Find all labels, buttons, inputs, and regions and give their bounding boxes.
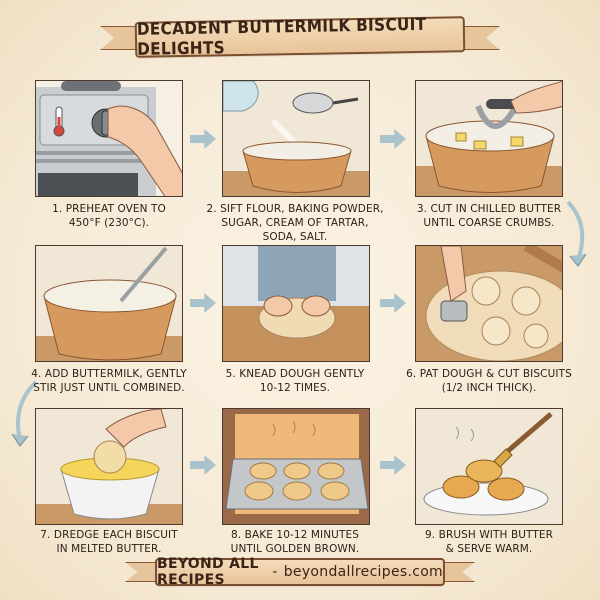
arrow-right-icon bbox=[380, 129, 406, 149]
caption-line: & SERVE WARM. bbox=[445, 543, 533, 555]
footer-ribbon: BEYOND ALL RECIPES - beyondallrecipes.co… bbox=[155, 556, 445, 588]
ribbon-tail-right bbox=[460, 26, 500, 50]
caption-line: 2. SIFT FLOUR, BAKING POWDER, bbox=[206, 203, 384, 215]
site-url[interactable]: beyondallrecipes.com bbox=[283, 564, 443, 580]
step-5-caption: 5. KNEAD DOUGH GENTLY 10-12 TIMES. bbox=[200, 367, 390, 395]
arrow-right-icon bbox=[190, 129, 216, 149]
caption-line: UNTIL GOLDEN BROWN. bbox=[230, 543, 360, 555]
sifter-bowl-icon bbox=[223, 81, 369, 196]
step-3-caption: 3. CUT IN CHILLED BUTTER UNTIL COARSE CR… bbox=[394, 202, 584, 230]
arrow-right-icon bbox=[190, 293, 216, 313]
step-4-caption: 4. ADD BUTTERMILK, GENTLY STIR JUST UNTI… bbox=[14, 367, 204, 395]
dredge-butter-bowl-icon bbox=[36, 409, 182, 524]
caption-line: 9. BRUSH WITH BUTTER bbox=[424, 529, 554, 541]
fork-stir-bowl-icon bbox=[36, 246, 182, 361]
step-6-illustration bbox=[415, 245, 563, 362]
kneading-dough-icon bbox=[223, 246, 369, 361]
caption-line: SUGAR, CREAM OF TARTAR, bbox=[221, 217, 369, 229]
step-1-caption: 1. PREHEAT OVEN TO 450°F (230°C). bbox=[14, 202, 204, 230]
caption-line: 6. PAT DOUGH & CUT BISCUITS bbox=[406, 368, 572, 380]
caption-line: STIR JUST UNTIL COMBINED. bbox=[33, 382, 185, 394]
caption-line: 10-12 TIMES. bbox=[259, 382, 331, 394]
curved-arrow-down-icon bbox=[566, 200, 587, 267]
oven-dial-hand-icon bbox=[36, 81, 182, 196]
brand-name: BEYOND ALL RECIPES bbox=[157, 556, 259, 588]
separator: - bbox=[272, 564, 278, 580]
step-1-illustration bbox=[35, 80, 183, 197]
step-5-illustration bbox=[222, 245, 370, 362]
caption-line: 450°F (230°C). bbox=[68, 217, 150, 229]
arrow-right-icon bbox=[380, 455, 406, 475]
caption-line: 8. BAKE 10-12 MINUTES bbox=[231, 529, 359, 541]
caption-line: 3. CUT IN CHILLED BUTTER bbox=[416, 203, 562, 215]
step-2-caption: 2. SIFT FLOUR, BAKING POWDER, SUGAR, CRE… bbox=[200, 202, 390, 244]
caption-line: 5. KNEAD DOUGH GENTLY bbox=[225, 368, 365, 380]
caption-line: SODA, SALT. bbox=[262, 231, 328, 243]
caption-line: 1. PREHEAT OVEN TO bbox=[52, 203, 166, 215]
oven-baking-tray-icon bbox=[223, 409, 369, 524]
caption-line: (1/2 INCH THICK). bbox=[441, 382, 537, 394]
step-2-illustration bbox=[222, 80, 370, 197]
caption-line: IN MELTED BUTTER. bbox=[56, 543, 162, 555]
step-4-illustration bbox=[35, 245, 183, 362]
title-banner: DECADENT BUTTERMILK BISCUIT DELIGHTS bbox=[100, 12, 500, 62]
step-8-caption: 8. BAKE 10-12 MINUTES UNTIL GOLDEN BROWN… bbox=[200, 528, 390, 556]
step-7-illustration bbox=[35, 408, 183, 525]
curved-arrow-down-icon bbox=[11, 380, 38, 447]
step-7-caption: 7. DREDGE EACH BISCUIT IN MELTED BUTTER. bbox=[14, 528, 204, 556]
step-3-illustration bbox=[415, 80, 563, 197]
step-9-illustration bbox=[415, 408, 563, 525]
biscuit-cutter-icon bbox=[416, 246, 562, 361]
arrow-right-icon bbox=[380, 293, 406, 313]
brush-biscuits-plate-icon bbox=[416, 409, 562, 524]
caption-line: 4. ADD BUTTERMILK, GENTLY bbox=[31, 368, 187, 380]
arrow-right-icon bbox=[190, 455, 216, 475]
step-8-illustration bbox=[222, 408, 370, 525]
pastry-cutter-bowl-icon bbox=[416, 81, 562, 196]
caption-line: 7. DREDGE EACH BISCUIT bbox=[40, 529, 178, 541]
step-6-caption: 6. PAT DOUGH & CUT BISCUITS (1/2 INCH TH… bbox=[394, 367, 584, 395]
step-9-caption: 9. BRUSH WITH BUTTER & SERVE WARM. bbox=[394, 528, 584, 556]
caption-line: UNTIL COARSE CRUMBS. bbox=[423, 217, 555, 229]
page-title: DECADENT BUTTERMILK BISCUIT DELIGHTS bbox=[134, 15, 466, 60]
footer-banner: BEYOND ALL RECIPES - beyondallrecipes.co… bbox=[125, 552, 475, 592]
